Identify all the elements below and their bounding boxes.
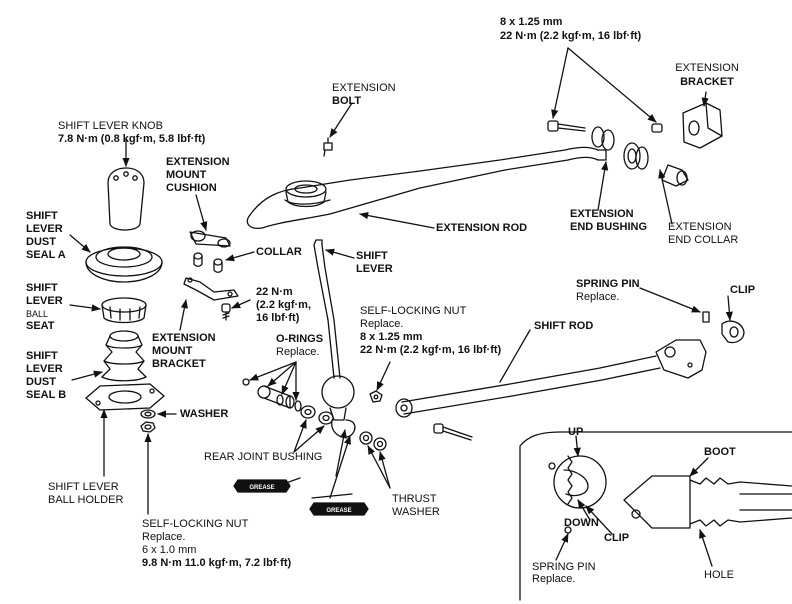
- inset-boot-view: [623, 475, 792, 529]
- shift-rod: [395, 339, 707, 418]
- upper-bolt: [547, 120, 586, 132]
- mount-cushion-label-3: CUSHION: [166, 182, 217, 194]
- self-lock-nut-bot-label-2: Replace.: [142, 531, 186, 543]
- spec-8x125-line2: 22 N·m (2.2 kgf·m, 16 lbf·ft): [500, 30, 642, 42]
- self-lock-nut-bot-label-3: 6 x 1.0 mm: [142, 544, 197, 556]
- knob-label-1: SHIFT LEVER KNOB: [58, 120, 163, 132]
- self-lock-nut-mid-label-3: 8 x 1.25 mm: [360, 331, 423, 343]
- spring-pin-top-label-2: Replace.: [576, 291, 620, 303]
- extension-rod-label: EXTENSION ROD: [436, 222, 528, 234]
- extension-bolt-part: [323, 137, 333, 157]
- self-lock-nut-bot-label-4: 9.8 N·m 11.0 kgf·m, 7.2 lbf·ft): [142, 557, 292, 569]
- mount-bracket-part: [183, 277, 239, 301]
- rear-joint-bushing-part: [300, 405, 334, 425]
- self-lock-nut-mid-label-1: SELF-LOCKING NUT: [360, 305, 467, 317]
- grease-tube-1: [233, 477, 301, 493]
- end-collar-label-2: END COLLAR: [668, 234, 739, 246]
- extension-bracket-label-2: BRACKET: [680, 76, 734, 88]
- end-bushing-part: [591, 126, 649, 170]
- dust-seal-b-label-3: DUST: [26, 376, 56, 388]
- extension-rod: [246, 146, 607, 229]
- torque22-label-2: (2.2 kgf·m,: [256, 299, 312, 311]
- shift-rod-bolt: [433, 423, 473, 441]
- self-lock-nut-bot-label-1: SELF-LOCKING NUT: [142, 518, 249, 530]
- knob-label-2: 7.8 N·m (0.8 kgf·m, 5.8 lbf·ft): [58, 133, 206, 145]
- clip-top-label: CLIP: [730, 284, 756, 296]
- inset-down-label: DOWN: [564, 517, 599, 529]
- shift-lever-label-2: LEVER: [356, 263, 393, 275]
- shift-lever: [313, 239, 356, 438]
- o-ring-assembly: [242, 378, 302, 412]
- mount-bracket-label-1: EXTENSION: [152, 332, 216, 344]
- self-lock-nut-mid-label-2: Replace.: [360, 318, 404, 330]
- dust-seal-a-label-2: LEVER: [26, 223, 63, 235]
- shift-rod-label: SHIFT ROD: [534, 320, 594, 332]
- mount-cushion-label-2: MOUNT: [166, 169, 207, 181]
- leader-lines: [69, 47, 733, 567]
- ball-holder-label-1: SHIFT LEVER: [48, 481, 119, 493]
- dust-seal-a-label-3: DUST: [26, 236, 56, 248]
- mount-bracket-label-2: MOUNT: [152, 345, 193, 357]
- extension-bracket-label-1: EXTENSION: [675, 62, 739, 74]
- ball-seat-label-3: BALL: [26, 309, 49, 319]
- inset-hole-label: HOLE: [704, 569, 734, 581]
- nut-part: [140, 421, 156, 433]
- dust-seal-a-label-4: SEAL A: [26, 249, 66, 261]
- thrust-washer-label-1: THRUST: [392, 493, 437, 505]
- shift-knob: [107, 167, 145, 231]
- self-lock-nut-mid-label-4: 22 N·m (2.2 kgf·m, 16 lbf·ft): [360, 344, 502, 356]
- spring-pin-top-label-1: SPRING PIN: [576, 278, 640, 290]
- end-collar-part: [661, 164, 689, 187]
- ball-holder-label-2: BALL HOLDER: [48, 494, 124, 506]
- inset-frame: [519, 431, 792, 601]
- mount-cushion-label-1: EXTENSION: [166, 156, 230, 168]
- extension-mount: [285, 180, 327, 208]
- clip-part: [721, 320, 745, 344]
- dust-seal-a-part: [85, 246, 163, 283]
- collar-part: [193, 252, 223, 273]
- spring-pin-part: [702, 311, 710, 323]
- dust-seal-b-label-2: LEVER: [26, 363, 63, 375]
- inset-spring-pin-label-2: Replace.: [532, 573, 576, 585]
- dust-seal-b-label-1: SHIFT: [26, 350, 58, 362]
- thrust-washer-part: [359, 431, 387, 451]
- grease-label-1: GREASE: [249, 485, 274, 491]
- inset-up-label: UP: [568, 426, 584, 438]
- mount-cushion-part: [189, 230, 231, 248]
- o-rings-label-1: O-RINGS: [276, 333, 324, 345]
- inset-spring-pin-label-1: SPRING PIN: [532, 561, 596, 573]
- spec-8x125-line1: 8 x 1.25 mm: [500, 16, 563, 28]
- end-collar-label-1: EXTENSION: [668, 221, 732, 233]
- dust-seal-a-label-1: SHIFT: [26, 210, 58, 222]
- extension-bracket-part: [651, 102, 723, 149]
- extension-bolt-label-1: EXTENSION: [332, 82, 396, 94]
- grease-tube-2: [309, 493, 369, 516]
- ball-seat-label-4: SEAT: [26, 320, 55, 332]
- inset-clip-label: CLIP: [604, 532, 630, 544]
- rear-joint-bushing-label: REAR JOINT BUSHING: [204, 451, 323, 463]
- ball-seat-part: [101, 297, 147, 324]
- ball-seat-label-1: SHIFT: [26, 282, 58, 294]
- thrust-washer-label-2: WASHER: [392, 506, 440, 518]
- o-rings-label-2: Replace.: [276, 346, 320, 358]
- inset-boot-label: BOOT: [704, 446, 736, 458]
- mount-bracket-label-3: BRACKET: [152, 358, 206, 370]
- collar-label: COLLAR: [256, 246, 302, 258]
- end-bushing-label-1: EXTENSION: [570, 208, 634, 220]
- dust-seal-b-label-4: SEAL B: [26, 389, 67, 401]
- dust-seal-b-part: [101, 330, 147, 382]
- torque22-label-3: 16 lbf·ft): [256, 312, 300, 324]
- end-bushing-label-2: END BUSHING: [570, 221, 648, 233]
- ball-seat-label-2: LEVER: [26, 295, 63, 307]
- mid-nut-part: [369, 390, 383, 403]
- shift-lever-label-1: SHIFT: [356, 250, 388, 262]
- washer-label: WASHER: [180, 408, 229, 420]
- grease-label-2: GREASE: [326, 508, 351, 514]
- ball-holder-part: [85, 383, 165, 411]
- mount-bolt: [221, 303, 231, 321]
- extension-bolt-label-2: BOLT: [332, 95, 362, 107]
- washer-part: [140, 409, 156, 419]
- torque22-label-1: 22 N·m: [256, 286, 293, 298]
